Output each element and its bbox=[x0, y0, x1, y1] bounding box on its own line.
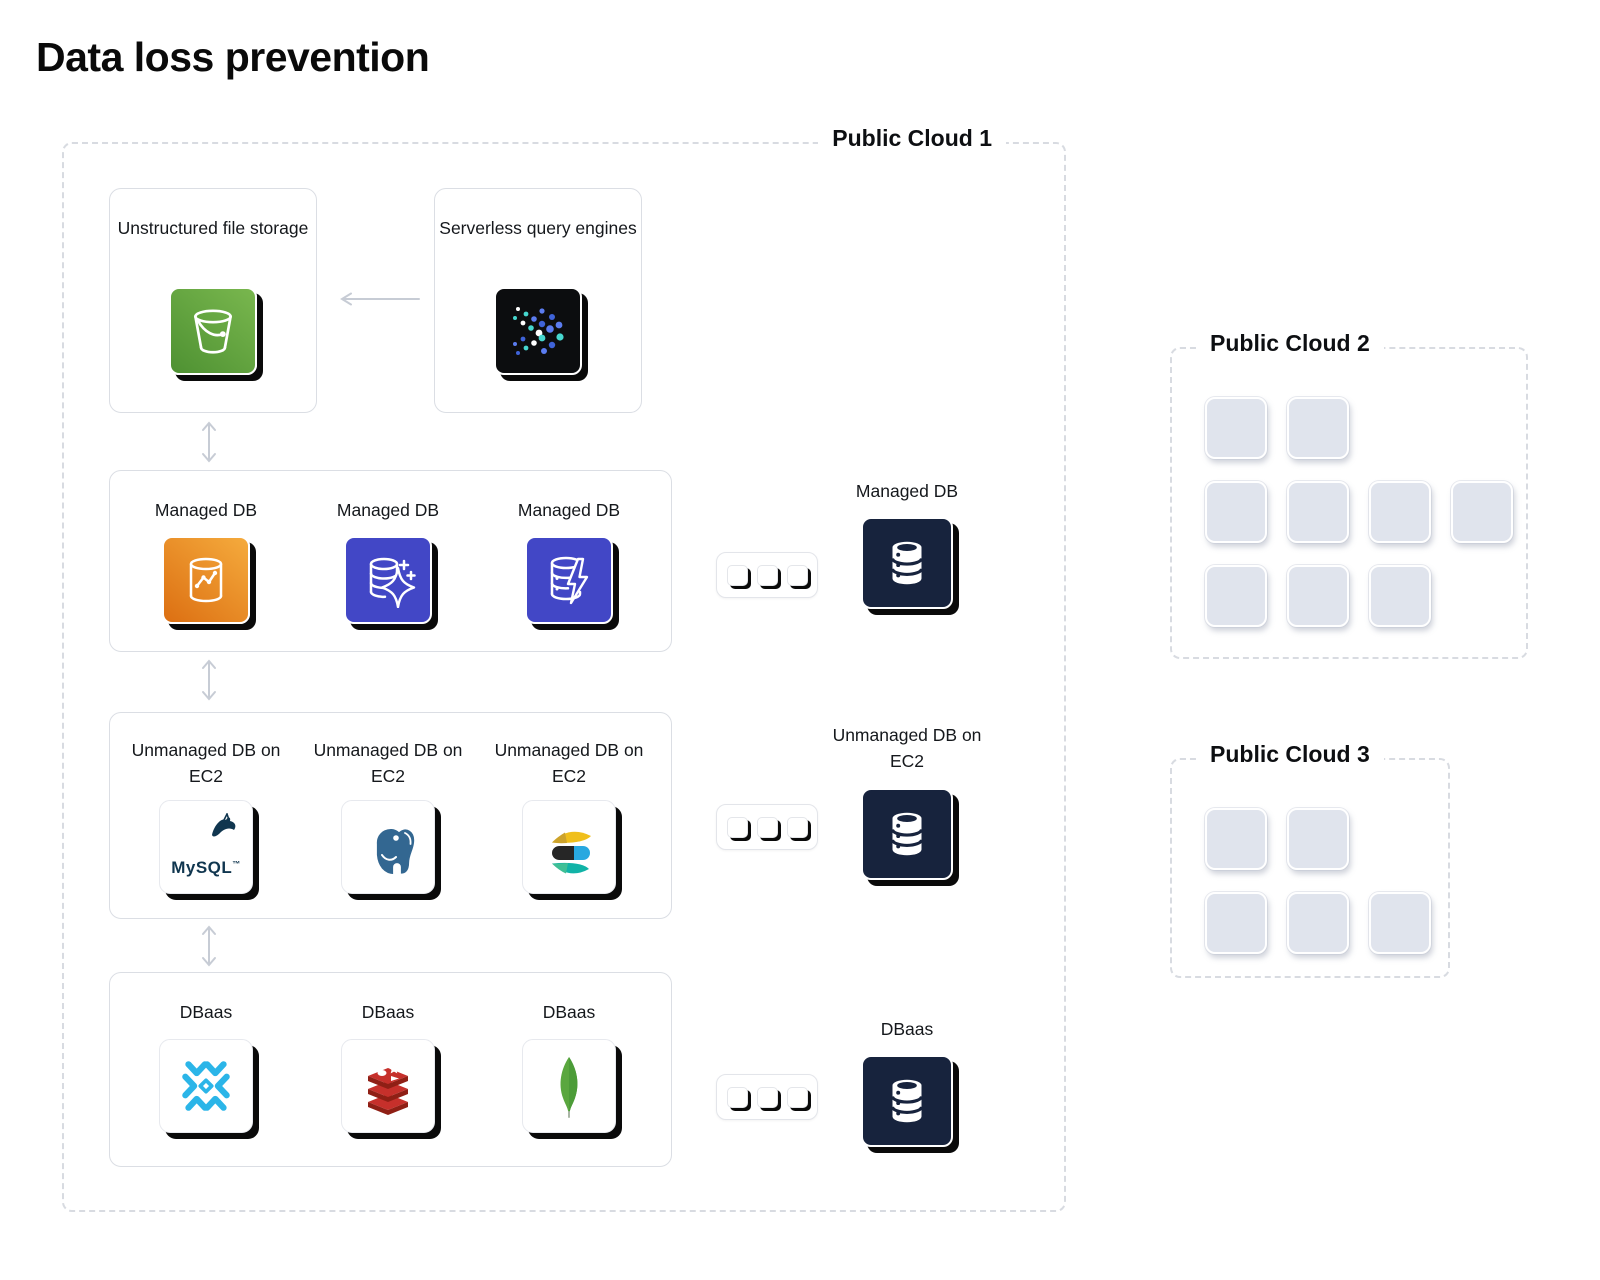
square-dot bbox=[726, 1086, 748, 1108]
placeholder-square bbox=[1287, 481, 1349, 543]
mongodb-logo bbox=[522, 1039, 616, 1134]
managed-db-item: Managed DB bbox=[313, 497, 463, 625]
placeholder-square bbox=[1205, 808, 1267, 870]
snowflake-logo bbox=[159, 1039, 253, 1134]
database-lightning-icon bbox=[525, 536, 613, 625]
unmanaged-db-item: Unmanaged DB on EC2 bbox=[313, 737, 463, 894]
square-dot bbox=[726, 564, 748, 586]
public-cloud-3-container: Public Cloud 3 bbox=[1170, 741, 1450, 978]
unmanaged-db-label: Unmanaged DB on EC2 bbox=[313, 740, 463, 787]
placeholder-square bbox=[1287, 565, 1349, 627]
managed-db-row: Managed DB Managed DB bbox=[109, 470, 672, 652]
placeholder-square bbox=[1287, 808, 1349, 870]
unmanaged-db-row: Unmanaged DB on EC2 MySQL™ Unmanaged DB … bbox=[109, 712, 672, 919]
unmanaged-db-label: Unmanaged DB on EC2 bbox=[494, 740, 644, 787]
database-graph-icon bbox=[162, 536, 250, 625]
dbaas-summary-label: DBaas bbox=[880, 1019, 934, 1039]
database-stack-icon bbox=[861, 1055, 953, 1148]
vertical-double-arrow bbox=[202, 421, 216, 463]
managed-db-item: Managed DB bbox=[131, 497, 281, 625]
managed-db-label: Managed DB bbox=[336, 500, 440, 520]
placeholder-square bbox=[1205, 481, 1267, 543]
managed-db-label: Managed DB bbox=[517, 500, 621, 520]
unmanaged-db-summary-label: Unmanaged DB on EC2 bbox=[832, 725, 982, 772]
placeholder-square bbox=[1287, 892, 1349, 954]
unmanaged-db-item: Unmanaged DB on EC2 MySQL™ bbox=[131, 737, 281, 899]
square-dot bbox=[786, 1086, 808, 1108]
ellipsis-squares bbox=[716, 552, 818, 598]
placeholder-square bbox=[1369, 481, 1431, 543]
dbaas-item: DBaas bbox=[131, 999, 281, 1134]
managed-db-summary: Managed DB bbox=[832, 478, 982, 610]
placeholder-square bbox=[1369, 892, 1431, 954]
dbaas-row: DBaas DBaas bbox=[109, 972, 672, 1167]
public-cloud-2-label: Public Cloud 2 bbox=[1196, 330, 1384, 357]
database-sparkle-icon bbox=[344, 536, 432, 625]
elasticsearch-logo bbox=[522, 799, 616, 894]
unmanaged-db-label: Unmanaged DB on EC2 bbox=[131, 740, 281, 787]
mysql-wordmark: MySQL™ bbox=[171, 857, 241, 877]
dbaas-label: DBaas bbox=[361, 1002, 415, 1022]
vertical-double-arrow bbox=[202, 659, 216, 701]
unmanaged-db-item: Unmanaged DB on EC2 bbox=[494, 737, 644, 894]
dbaas-item: DBaas bbox=[494, 999, 644, 1134]
square-dot bbox=[756, 816, 778, 838]
placeholder-square bbox=[1205, 565, 1267, 627]
page-title: Data loss prevention bbox=[36, 34, 430, 80]
public-cloud-3-label: Public Cloud 3 bbox=[1196, 741, 1384, 768]
left-arrow bbox=[340, 292, 420, 306]
managed-db-summary-label: Managed DB bbox=[855, 481, 959, 501]
square-dot bbox=[756, 564, 778, 586]
public-cloud-3-grid bbox=[1205, 808, 1431, 954]
public-cloud-2-container: Public Cloud 2 bbox=[1170, 330, 1528, 659]
postgresql-logo bbox=[341, 799, 435, 894]
square-dot bbox=[756, 1086, 778, 1108]
s3-bucket-icon bbox=[169, 287, 257, 375]
square-dot bbox=[786, 816, 808, 838]
database-stack-icon bbox=[861, 787, 953, 880]
vertical-double-arrow bbox=[202, 925, 216, 967]
unmanaged-db-summary: Unmanaged DB on EC2 bbox=[832, 722, 982, 880]
square-dot bbox=[786, 564, 808, 586]
managed-db-item: Managed DB bbox=[494, 497, 644, 625]
serverless-query-engines-box: Serverless query engines bbox=[434, 188, 642, 413]
public-cloud-1-container: Public Cloud 1 Unstructured file storage… bbox=[62, 125, 1066, 1212]
placeholder-square bbox=[1451, 481, 1513, 543]
serverless-query-engines-label: Serverless query engines bbox=[439, 218, 637, 238]
placeholder-square bbox=[1205, 892, 1267, 954]
unstructured-file-storage-box: Unstructured file storage bbox=[109, 188, 317, 413]
public-cloud-2-grid bbox=[1205, 397, 1513, 627]
dbaas-item: DBaas bbox=[313, 999, 463, 1134]
ellipsis-squares bbox=[716, 1074, 818, 1120]
placeholder-square bbox=[1369, 565, 1431, 627]
managed-db-label: Managed DB bbox=[154, 500, 258, 520]
query-engine-dots-icon bbox=[494, 287, 582, 375]
mysql-logo: MySQL™ bbox=[159, 799, 253, 894]
placeholder-square bbox=[1205, 397, 1267, 459]
unstructured-file-storage-label: Unstructured file storage bbox=[117, 218, 309, 238]
redis-logo bbox=[341, 1039, 435, 1134]
public-cloud-1-label: Public Cloud 1 bbox=[818, 125, 1006, 152]
square-dot bbox=[726, 816, 748, 838]
ellipsis-squares bbox=[716, 804, 818, 850]
placeholder-square bbox=[1287, 397, 1349, 459]
dbaas-summary: DBaas bbox=[832, 1016, 982, 1148]
dbaas-label: DBaas bbox=[542, 1002, 596, 1022]
database-stack-icon bbox=[861, 517, 953, 610]
dbaas-label: DBaas bbox=[179, 1002, 233, 1022]
